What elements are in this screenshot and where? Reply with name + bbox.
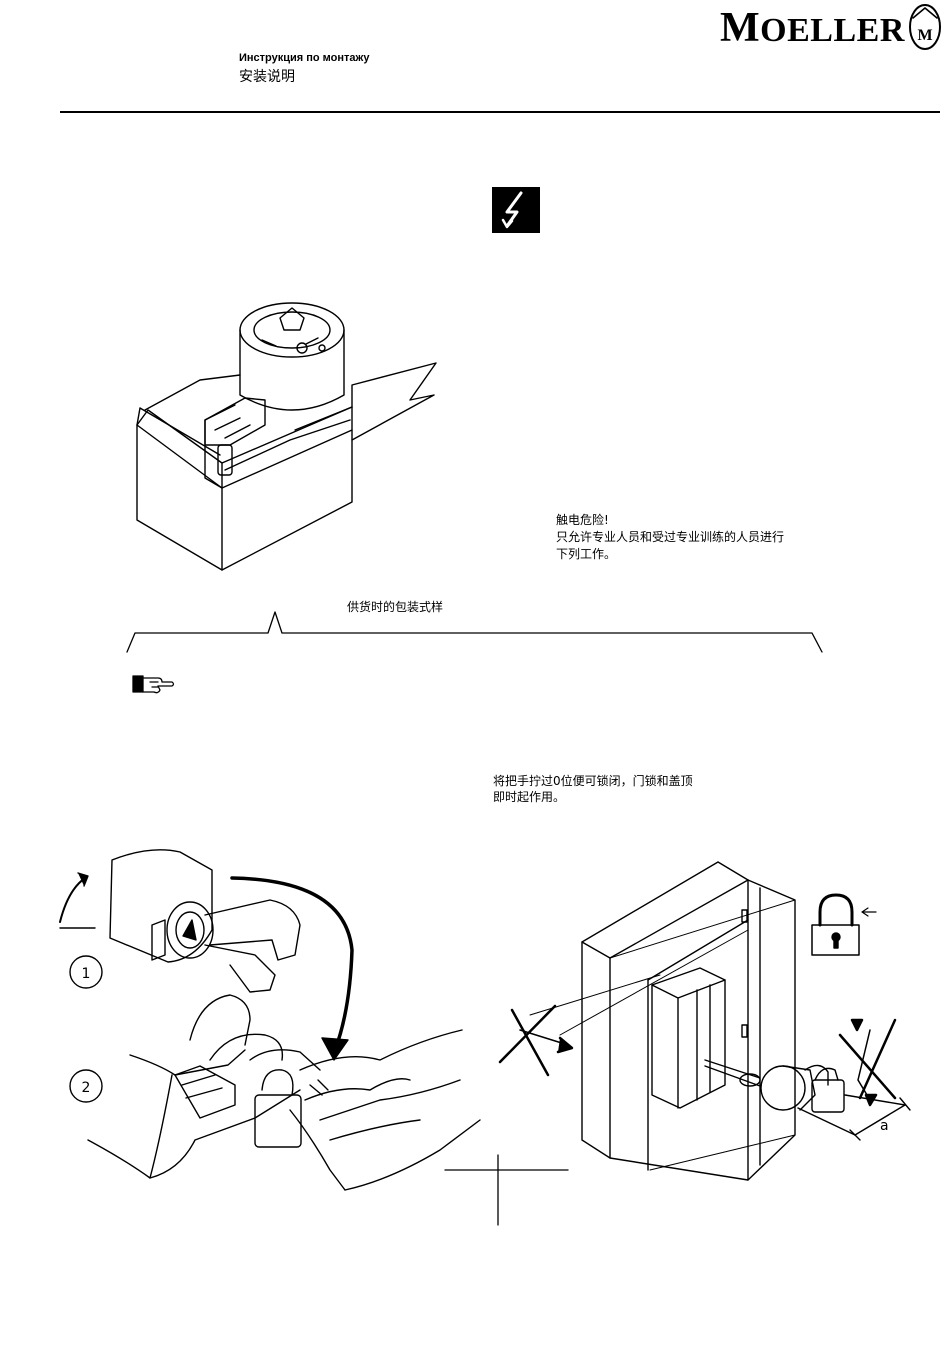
pointing-hand-icon bbox=[133, 676, 174, 693]
prohibited-position-icon-left bbox=[500, 1006, 572, 1075]
caption-brace bbox=[127, 612, 822, 652]
brand-emblem-letter: M bbox=[917, 27, 932, 44]
packaging-illustration bbox=[137, 303, 436, 570]
dimension-a-label: a bbox=[880, 1118, 889, 1134]
handle-operation-illustration bbox=[60, 850, 480, 1190]
step1-number: 1 bbox=[82, 966, 91, 982]
padlock-dimension-icon bbox=[812, 895, 876, 955]
brand-emblem: M bbox=[910, 5, 940, 49]
crosshair-mark bbox=[445, 1155, 568, 1225]
prohibited-position-icon-right bbox=[840, 1020, 895, 1105]
high-voltage-icon bbox=[492, 187, 540, 233]
step2-number: 2 bbox=[82, 1080, 91, 1096]
